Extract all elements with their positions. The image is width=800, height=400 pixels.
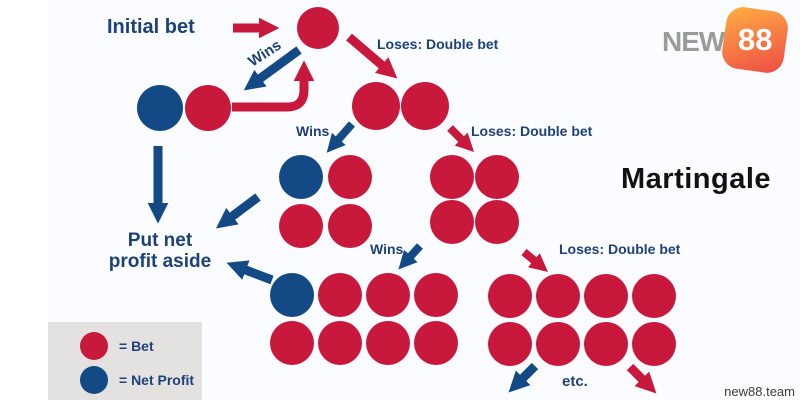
bet-circle-icon [80, 332, 108, 360]
bet-circle [488, 322, 532, 366]
legend-row-net-profit: = Net Profit [80, 363, 202, 397]
etc-label: etc. [562, 373, 588, 390]
bet-circle [366, 273, 410, 317]
bet-circle [401, 82, 449, 130]
bet-circle [584, 322, 628, 366]
bet-circle [414, 273, 458, 317]
net-profit-circle-icon [80, 366, 108, 394]
wins-label-3: Wins [370, 241, 404, 257]
bet-circle [414, 321, 458, 365]
lose-level3-group [488, 274, 676, 366]
bet-circle [297, 7, 339, 49]
bet-circle [536, 322, 580, 366]
put-net-profit-line2: profit aside [108, 251, 212, 272]
bet-circle [279, 204, 323, 248]
bet-circle [632, 274, 676, 318]
bet-circle [366, 321, 410, 365]
win-level1-group [137, 85, 231, 131]
legend: = Bet = Net Profit [48, 322, 202, 400]
lose-level2-group [430, 155, 519, 244]
put-net-profit-label: Put net profit aside [93, 230, 227, 272]
bet-circle [185, 85, 231, 131]
watermark: new88.team [724, 384, 795, 399]
initial-bet-label: Initial bet [107, 16, 195, 38]
page-title: Martingale [621, 163, 772, 195]
new88-logo-badge: 88 [719, 4, 791, 76]
win-level3-group [270, 273, 458, 365]
bet-circle [488, 274, 532, 318]
bet-circle [328, 204, 372, 248]
initial-bet-circle [297, 7, 339, 49]
net-profit-circle [279, 155, 323, 199]
legend-bet-label: = Bet [119, 338, 154, 354]
bet-circle [536, 274, 580, 318]
wins-label-2: Wins [296, 123, 330, 139]
put-net-profit-line1: Put net [127, 230, 193, 251]
bet-circle [270, 321, 314, 365]
bet-circle [352, 82, 400, 130]
legend-net-profit-label: = Net Profit [119, 372, 195, 388]
loses-label-3: Loses: Double bet [559, 241, 681, 257]
new88-logo-text: NEW [662, 26, 725, 57]
net-profit-circle [270, 273, 314, 317]
bet-circle [632, 322, 676, 366]
loses-label-1: Loses: Double bet [377, 36, 499, 52]
bet-circle [475, 155, 519, 199]
bet-circle [318, 321, 362, 365]
net-profit-circle [137, 85, 183, 131]
win-level2-group [279, 155, 372, 248]
background-band [0, 0, 48, 400]
legend-row-bet: = Bet [80, 329, 202, 363]
bet-circle [430, 155, 474, 199]
bet-circle [328, 155, 372, 199]
loses-label-2: Loses: Double bet [471, 123, 593, 139]
new88-logo-badge-text: 88 [737, 21, 773, 57]
bet-circle [318, 273, 362, 317]
bet-circle [475, 200, 519, 244]
bet-circle [430, 200, 474, 244]
bet-circle [584, 274, 628, 318]
lose-level1-group [352, 82, 449, 130]
